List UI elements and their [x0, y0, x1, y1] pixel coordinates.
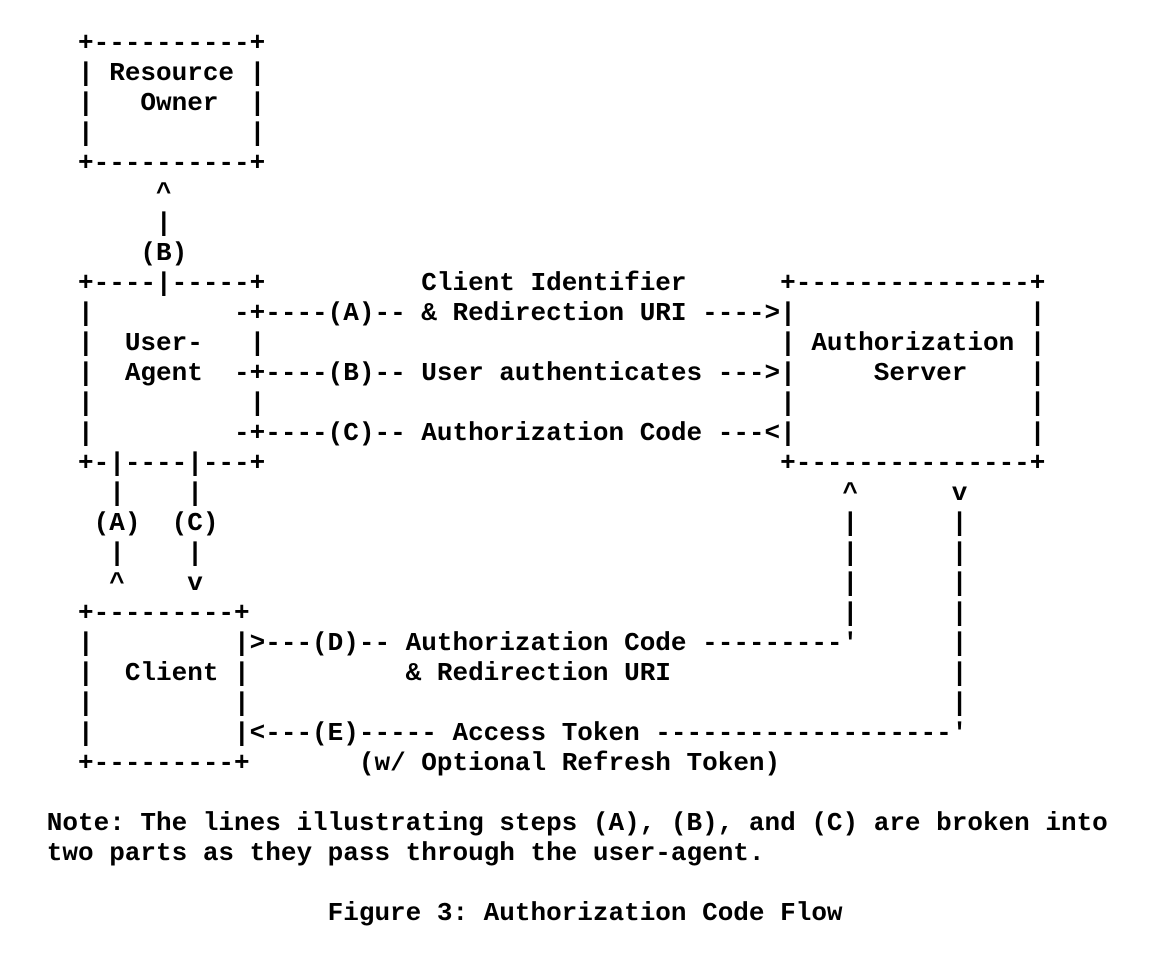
rfc-figure-page: +----------+ | Resource | | Owner | | | …: [46, 28, 1108, 928]
ascii-flow-diagram: +----------+ | Resource | | Owner | | | …: [78, 28, 1046, 778]
figure-caption: Figure 3: Authorization Code Flow: [327, 898, 843, 928]
figure-note: Note: The lines illustrating steps (A), …: [46, 808, 1108, 868]
